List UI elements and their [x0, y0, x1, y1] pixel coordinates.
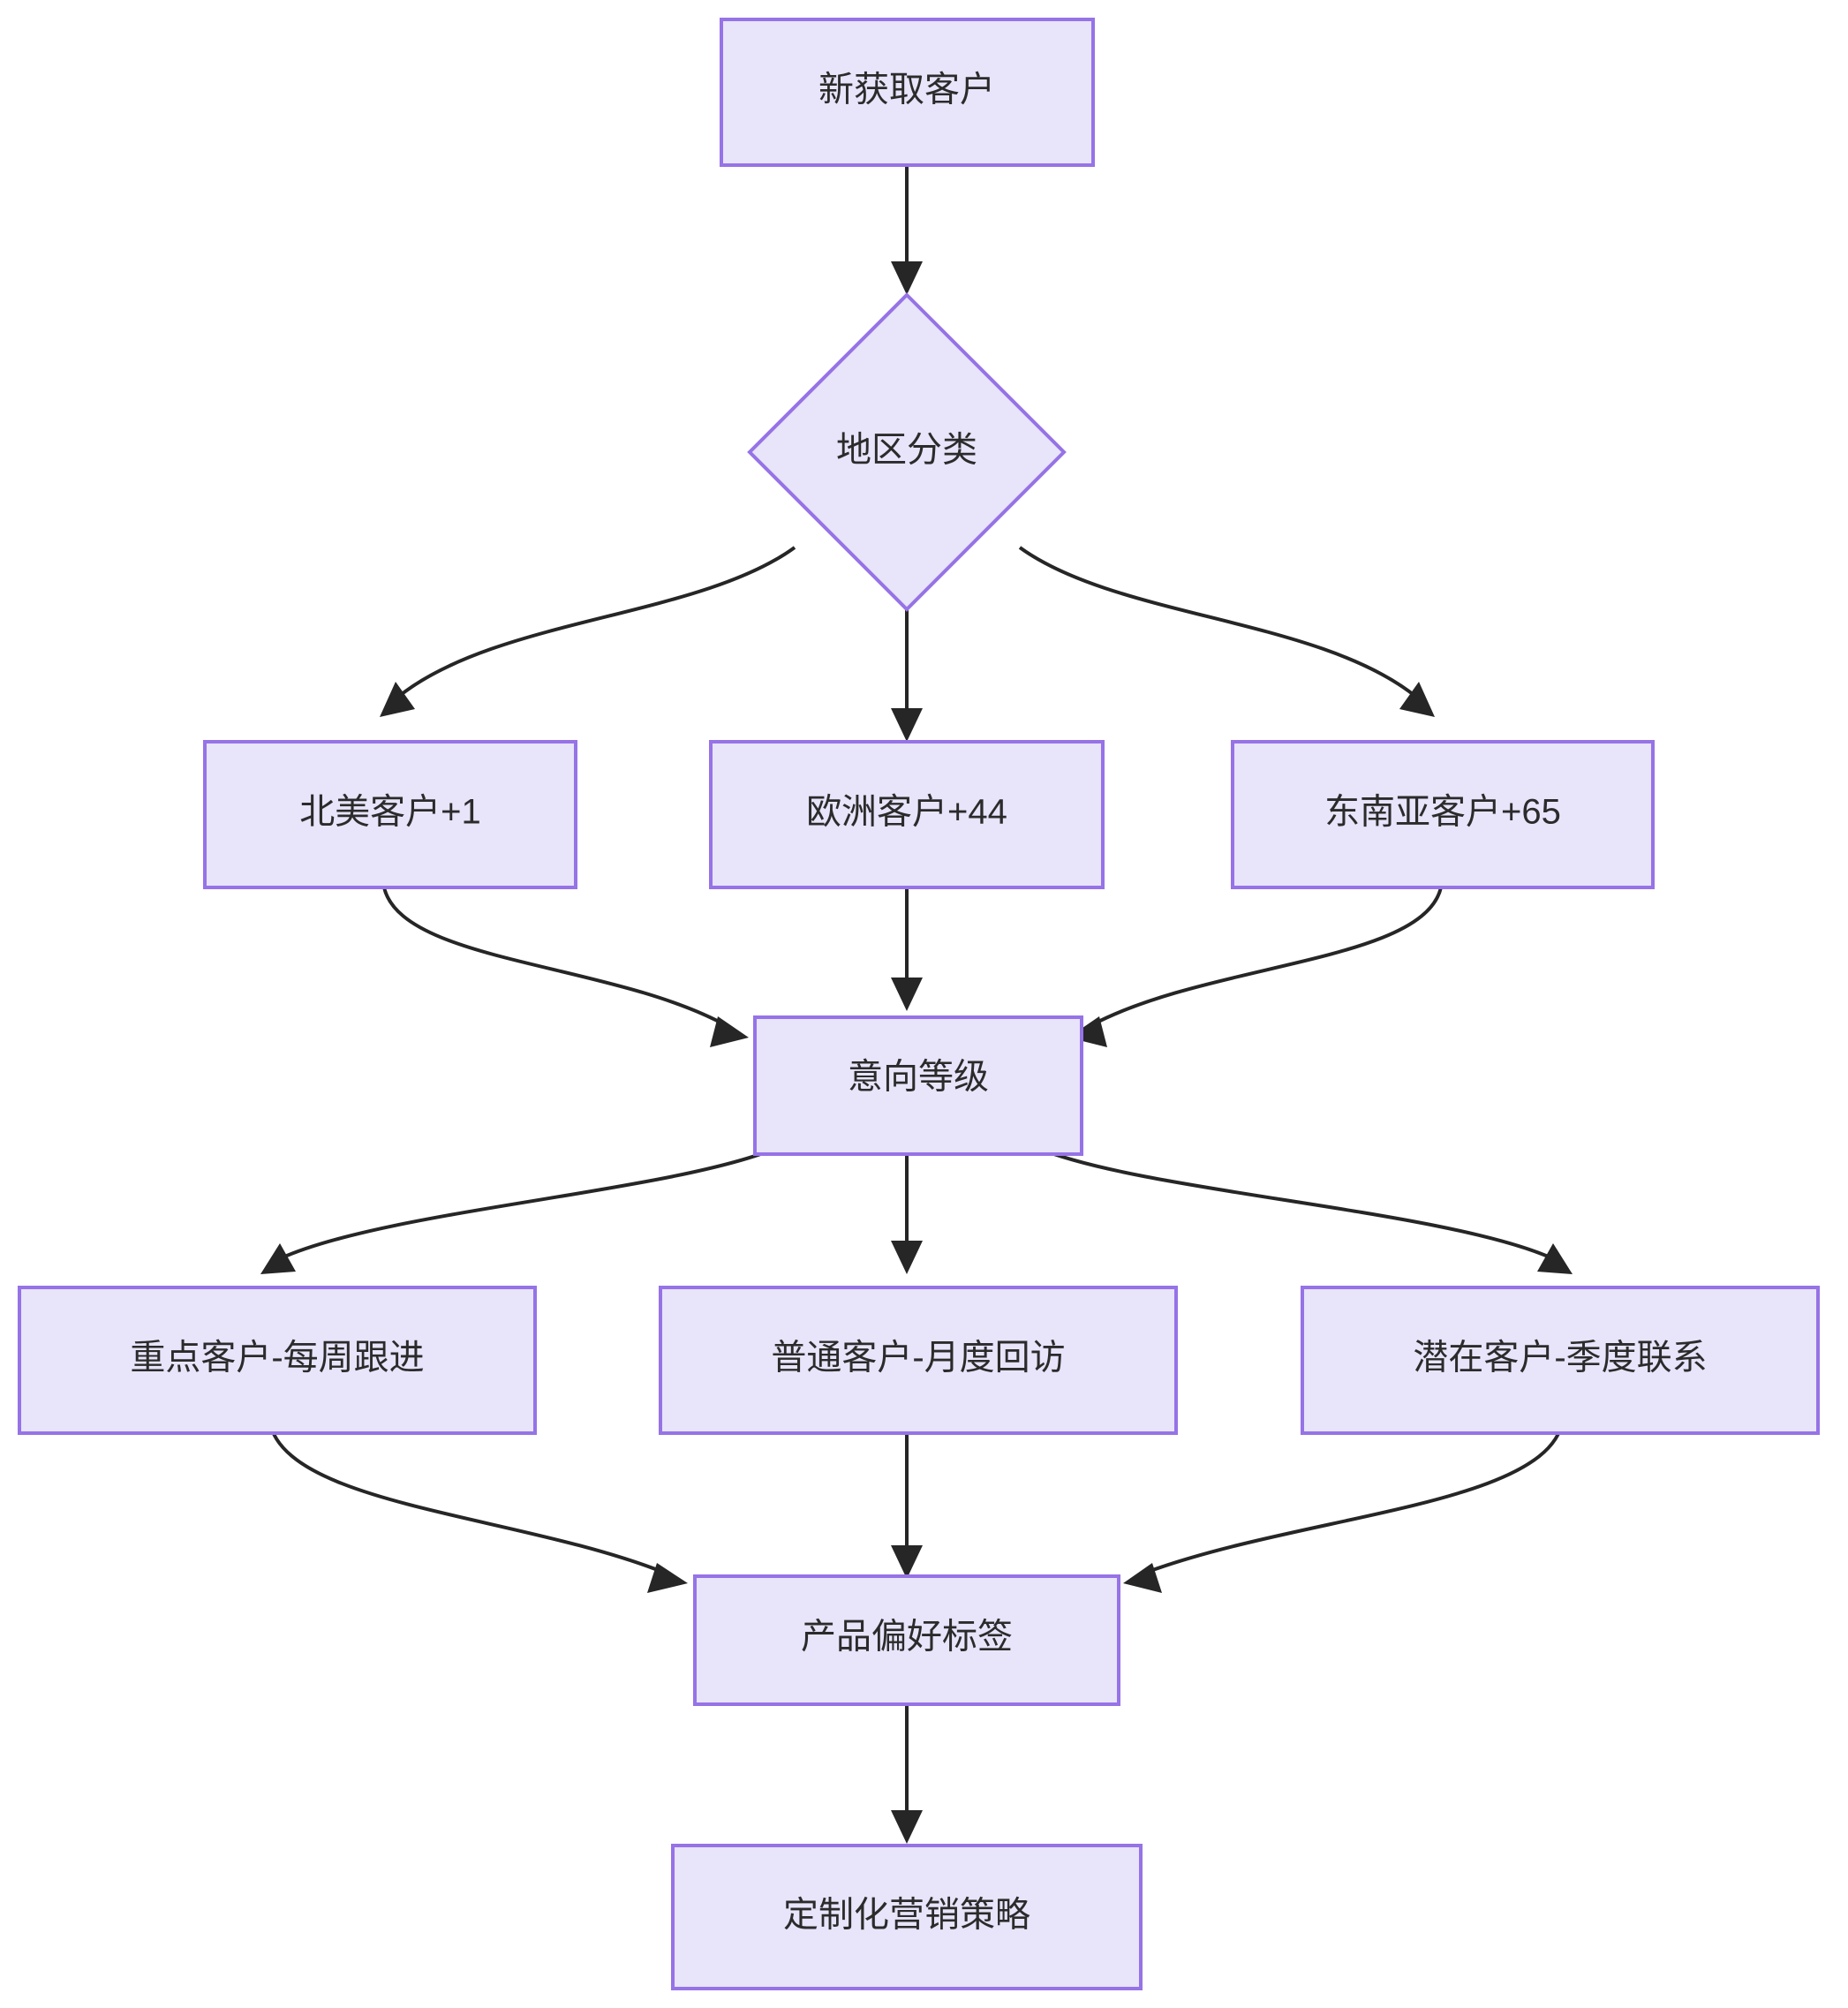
- edge-n2-n3: [380, 546, 796, 717]
- edge-n2-n4: [891, 609, 923, 742]
- node-europe[interactable]: 欧洲客户+44: [709, 740, 1105, 889]
- edge-n9-n10: [1123, 1419, 1565, 1593]
- edge-layer: [260, 165, 1573, 1844]
- node-europe-shape[interactable]: [709, 740, 1105, 889]
- node-regular-customer-monthly-shape[interactable]: [659, 1286, 1178, 1435]
- node-regular-customer-monthly-label: 普通客户-月度回访: [771, 1339, 1065, 1378]
- node-north-america[interactable]: 北美客户+1: [203, 740, 577, 889]
- edge-n10-n11: [891, 1704, 923, 1844]
- node-potential-customer-quarterly[interactable]: 潜在客户-季度联系: [1301, 1286, 1820, 1435]
- node-layer: 新获取客户 地区分类 北美客户+1 欧洲客户+44 东南亚客户+65 意向等级: [18, 18, 1820, 1990]
- node-southeast-asia[interactable]: 东南亚客户+65: [1231, 740, 1655, 889]
- edge-n6-n7: [260, 1146, 778, 1274]
- node-europe-label: 欧洲客户+44: [806, 793, 1007, 832]
- node-customized-marketing-strategy-label: 定制化营销策略: [783, 1896, 1030, 1935]
- node-potential-customer-quarterly-label: 潜在客户-季度联系: [1413, 1339, 1707, 1378]
- node-key-customer-weekly-shape[interactable]: [18, 1286, 537, 1435]
- node-north-america-label: 北美客户+1: [299, 793, 481, 832]
- edge-n6-n8: [891, 1148, 923, 1274]
- edge-n8-n10: [891, 1420, 923, 1579]
- node-intent-level-label: 意向等级: [848, 1058, 989, 1097]
- node-product-preference-tag[interactable]: 产品偏好标签: [693, 1574, 1120, 1706]
- edge-n3-n6: [382, 887, 749, 1047]
- node-intent-level-shape[interactable]: [753, 1015, 1083, 1156]
- node-intent-level[interactable]: 意向等级: [753, 1015, 1083, 1156]
- node-new-customer-shape[interactable]: [720, 18, 1095, 167]
- node-regular-customer-monthly[interactable]: 普通客户-月度回访: [659, 1286, 1178, 1435]
- edge-n4-n6: [891, 887, 923, 1011]
- node-region-classification[interactable]: 地区分类: [747, 292, 1067, 612]
- node-new-customer-label: 新获取客户: [818, 71, 995, 109]
- node-southeast-asia-label: 东南亚客户+65: [1324, 793, 1561, 832]
- node-new-customer[interactable]: 新获取客户: [720, 18, 1095, 167]
- node-key-customer-weekly-label: 重点客户-每周跟进: [130, 1339, 424, 1378]
- edge-n5-n6: [1068, 887, 1443, 1047]
- node-north-america-shape[interactable]: [203, 740, 577, 889]
- node-customized-marketing-strategy-shape[interactable]: [671, 1844, 1143, 1990]
- edge-n6-n9: [1037, 1146, 1573, 1274]
- node-region-classification-label: 地区分类: [836, 431, 977, 470]
- node-potential-customer-quarterly-shape[interactable]: [1301, 1286, 1820, 1435]
- node-customized-marketing-strategy[interactable]: 定制化营销策略: [671, 1844, 1143, 1990]
- node-region-classification-shape[interactable]: [747, 292, 1067, 612]
- node-product-preference-tag-label: 产品偏好标签: [801, 1618, 1013, 1657]
- node-southeast-asia-shape[interactable]: [1231, 740, 1655, 889]
- node-key-customer-weekly[interactable]: 重点客户-每周跟进: [18, 1286, 537, 1435]
- edge-n2-n5: [1018, 546, 1435, 717]
- edge-n1-n2: [891, 165, 923, 295]
- node-product-preference-tag-shape[interactable]: [693, 1574, 1120, 1706]
- edge-n7-n10: [268, 1419, 688, 1593]
